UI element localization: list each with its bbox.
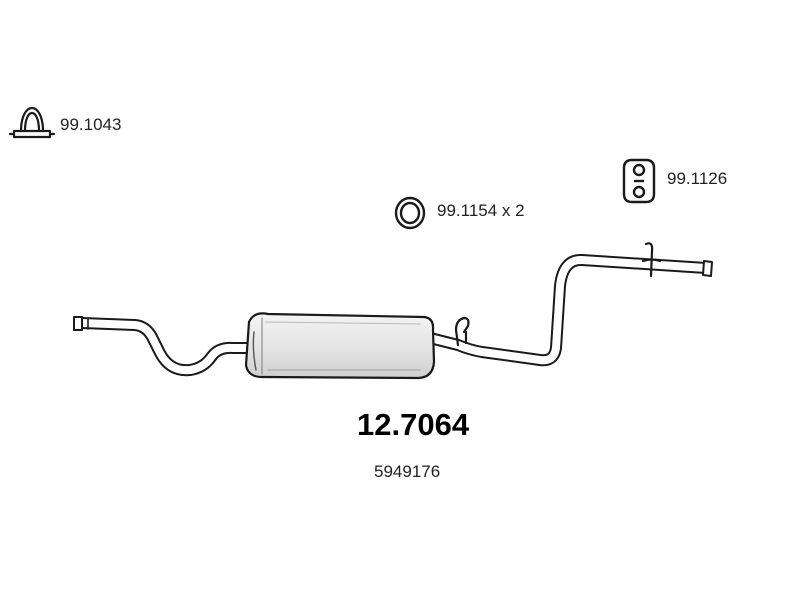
ring-part-number: 99.1154 x 2 bbox=[437, 201, 525, 220]
hanger-part-number: 99.1126 bbox=[667, 169, 728, 188]
hanger-bracket-rear bbox=[641, 242, 662, 278]
main-part-number: 12.7064 bbox=[357, 407, 470, 442]
center-muffler bbox=[244, 312, 436, 380]
pipe-clamp-icon bbox=[8, 106, 56, 139]
hanger-bracket-middle bbox=[454, 316, 470, 347]
clamp-part-number: 99.1043 bbox=[60, 115, 122, 134]
sealing-ring-icon bbox=[394, 196, 426, 230]
oe-part-number: 5949176 bbox=[374, 462, 441, 481]
rubber-hanger-icon bbox=[622, 158, 656, 204]
exhaust-assembly bbox=[73, 242, 713, 380]
